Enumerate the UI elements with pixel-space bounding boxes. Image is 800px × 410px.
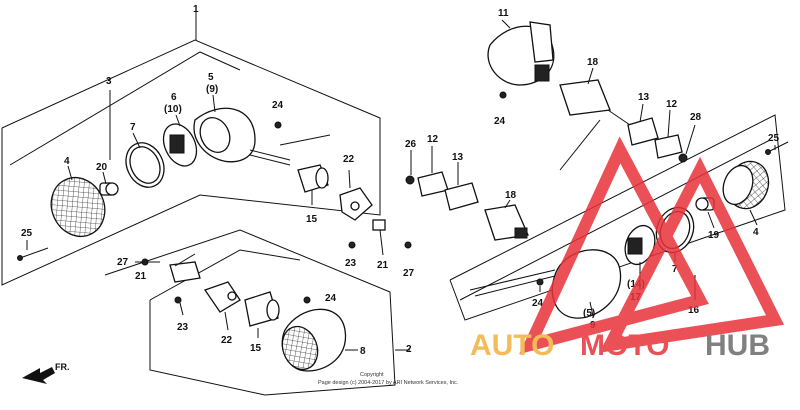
front-label: FR. [55,362,70,372]
label-24-right: 24 [494,116,506,127]
watermark-logo: AUTO MOTO HUB [470,136,785,362]
watermark-text-hub: HUB [705,329,770,362]
grommet-15-lower [244,291,280,327]
label-27-upper: 27 [403,268,415,279]
bulb-20 [99,182,119,196]
grommet-15-upper [297,164,329,193]
label-8: 8 [360,346,366,357]
label-25-upper: 25 [21,228,33,239]
leader-lines [26,19,776,351]
label-3: 3 [106,76,112,87]
screw-24-lower-right [536,278,544,286]
washer-12-right [654,134,683,159]
label-19: 19 [708,230,720,241]
copyright-heading: Copyright [360,372,384,378]
grommet-18-mid [484,204,529,241]
assembly-frame-lower-left [104,229,396,396]
label-27-lower: 27 [117,257,129,268]
label-13-right: 13 [638,92,650,103]
bracket-22-upper [339,187,373,221]
label-21-upper: 21 [377,260,389,271]
label-12-right: 12 [666,99,678,110]
label-22-lower: 22 [221,335,233,346]
lens-8-lower [281,308,347,372]
callout-labels: 1 2 3 4 4 5 (9) 6 (10) 7 7 8 9 (5) 11 12… [21,4,780,357]
assembly-frame-upper-left [1,6,381,286]
nut-26-mid [405,175,415,185]
label-7-right: 7 [672,264,678,275]
label-24-lower: 24 [325,293,337,304]
watermark-text-auto: AUTO [470,329,554,362]
label-4-upper: 4 [64,156,70,167]
copyright-line: Page design (c) 2004-2017 by ARI Network… [318,380,459,386]
label-18-mid: 18 [505,190,517,201]
lens-4-upper [50,177,106,237]
front-arrow: FR. [22,362,70,384]
label-6-alt: (10) [164,104,182,115]
label-21-lower: 21 [135,271,147,282]
assembly-frame-right [449,114,786,321]
watermark-triangle-right-icon [599,156,785,353]
nut-21-upper [372,219,386,231]
label-26: 26 [405,139,417,150]
washer-12-mid [417,171,449,197]
label-23-upper: 23 [345,258,357,269]
screw-24-right [499,91,507,99]
label-12-mid: 12 [427,134,439,145]
label-5: 5 [208,72,214,83]
label-2: 2 [406,344,412,355]
label-13-mid: 13 [452,152,464,163]
label-15-upper: 15 [306,214,318,225]
label-9-alt: (5) [583,308,595,319]
bracket-22-lower [203,281,241,313]
bolt-23-upper [348,241,356,249]
label-28: 28 [690,112,702,123]
label-24-lower-right: 24 [532,298,544,309]
label-18-upper: 18 [587,57,599,68]
screw-25-right [765,141,789,155]
nut-28 [678,153,688,163]
socket-17 [624,224,656,266]
housing-11 [487,21,555,86]
socket-6 [162,123,198,167]
label-1: 1 [193,4,199,15]
washer-13-right [627,117,659,146]
screw-24-upper [274,121,282,129]
washer-13-mid [444,182,479,211]
screw-25-upper [17,247,49,261]
label-6: 6 [171,92,177,103]
bolt-27-upper [404,241,412,249]
screw-24-lower [303,296,311,304]
label-5-alt: (9) [206,84,218,95]
label-20: 20 [96,162,108,173]
housing-5 [193,107,331,166]
label-16: 16 [688,305,700,316]
label-7-upper: 7 [130,122,136,133]
watermark-triangle-left-icon [519,136,709,355]
label-22-upper: 22 [343,154,355,165]
label-24-upper: 24 [272,100,284,111]
label-4-right: 4 [753,227,759,238]
watermark-text-moto: MOTO [580,329,669,362]
label-23-lower: 23 [177,322,189,333]
label-15-lower: 15 [250,343,262,354]
bolt-23-lower [174,296,182,304]
label-11: 11 [498,8,509,19]
lens-4-right [722,160,770,210]
gasket-7-upper [125,142,165,188]
nut-21-lower [169,261,201,283]
label-25-right: 25 [768,133,780,144]
grommet-18-upper [559,79,631,171]
